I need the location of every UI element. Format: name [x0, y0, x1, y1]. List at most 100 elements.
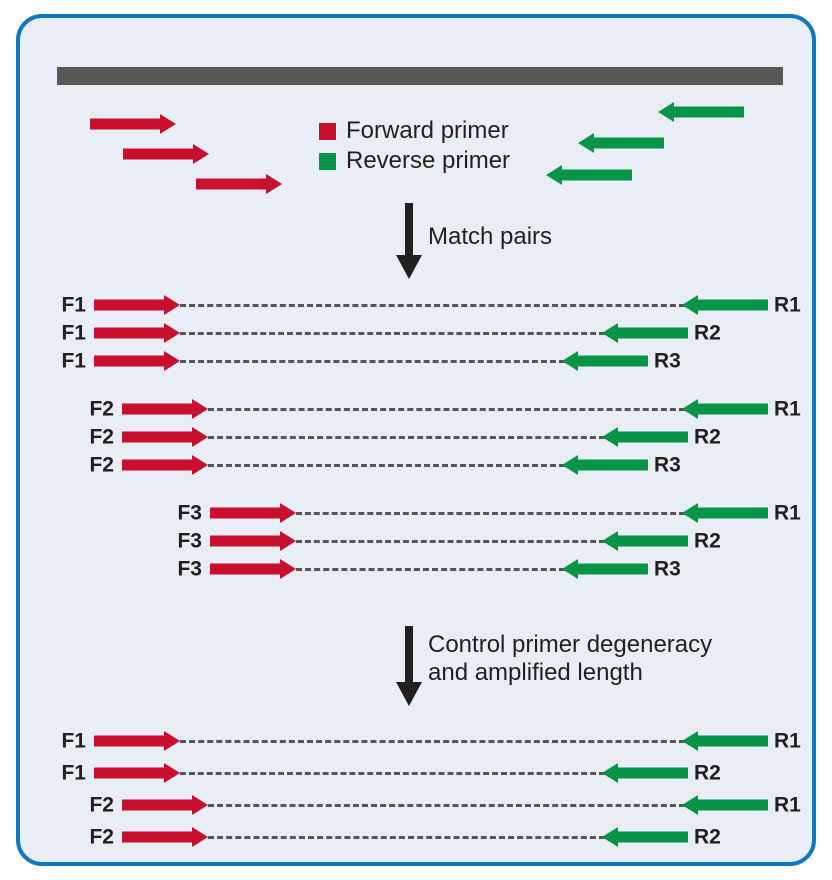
arrow-shaft — [697, 735, 768, 747]
arrow-head — [160, 114, 176, 134]
amplicon-dashline — [180, 740, 685, 743]
pair-label-reverse: R1 — [774, 293, 801, 317]
arrow-shaft — [617, 831, 688, 843]
arrow-head — [266, 174, 282, 194]
pair-reverse-arrow — [602, 531, 688, 551]
arrow-head — [280, 559, 296, 579]
arrow-head — [280, 503, 296, 523]
arrow-shaft — [577, 563, 648, 575]
arrow-head — [192, 455, 208, 475]
arrow-shaft — [122, 799, 193, 811]
arrow-head — [164, 295, 180, 315]
pair-reverse-arrow — [682, 399, 768, 419]
arrow-head — [396, 255, 422, 279]
legend-item-reverse: Reverse primer — [319, 146, 510, 176]
forward-candidate-2 — [123, 144, 209, 164]
step-1-caption: Match pairs — [428, 223, 553, 250]
selected-forward-arrow — [122, 827, 208, 847]
pair-label-reverse: R2 — [694, 321, 721, 345]
selected-label-forward: F1 — [61, 729, 86, 753]
arrow-shaft — [617, 431, 688, 443]
arrow-shaft — [122, 431, 193, 443]
arrow-head — [193, 144, 209, 164]
arrow-head — [682, 503, 698, 523]
reverse-candidate-2 — [578, 133, 664, 153]
target-template-bar — [57, 67, 783, 85]
arrow-head — [192, 795, 208, 815]
arrow-head — [164, 351, 180, 371]
reverse-candidate-1 — [658, 102, 744, 122]
pair-reverse-arrow — [602, 323, 688, 343]
pair-forward-arrow — [210, 559, 296, 579]
pair-forward-arrow — [94, 351, 180, 371]
arrow-shaft — [94, 735, 165, 747]
arrow-head — [602, 531, 618, 551]
amplicon-dashline — [180, 360, 565, 363]
arrow-shaft — [577, 459, 648, 471]
legend-label-forward: Forward primer — [346, 117, 509, 144]
arrow-shaft — [210, 563, 281, 575]
selected-forward-arrow — [94, 731, 180, 751]
pair-label-reverse: R3 — [654, 453, 681, 477]
arrow-shaft — [697, 507, 768, 519]
primer-legend: Forward primer Reverse primer — [319, 116, 510, 176]
arrow-shaft — [122, 831, 193, 843]
step-2-down-arrow-icon — [396, 626, 422, 706]
amplicon-dashline — [208, 464, 565, 467]
arrow-head — [164, 731, 180, 751]
arrow-head — [164, 323, 180, 343]
arrow-shaft — [697, 799, 768, 811]
arrow-head — [682, 795, 698, 815]
pair-label-forward: F3 — [177, 529, 202, 553]
pair-label-reverse: R1 — [774, 397, 801, 421]
pair-label-reverse: R2 — [694, 425, 721, 449]
legend-item-forward: Forward primer — [319, 116, 510, 146]
arrow-shaft — [122, 459, 193, 471]
reverse-candidate-3 — [546, 165, 632, 185]
arrow-shaft — [405, 203, 413, 257]
pair-label-forward: F1 — [61, 349, 86, 373]
amplicon-dashline — [296, 540, 605, 543]
arrow-head — [396, 682, 422, 706]
pair-label-reverse: R3 — [654, 349, 681, 373]
arrow-head — [192, 427, 208, 447]
step-2-caption: Control primer degeneracy and amplified … — [428, 631, 713, 687]
arrow-shaft — [697, 299, 768, 311]
arrow-head — [658, 102, 674, 122]
arrow-shaft — [123, 148, 194, 160]
amplicon-dashline — [208, 408, 685, 411]
legend-label-reverse: Reverse primer — [346, 147, 511, 174]
pair-label-forward: F2 — [89, 453, 114, 477]
arrow-head — [602, 763, 618, 783]
selected-reverse-arrow — [682, 795, 768, 815]
arrow-shaft — [577, 355, 648, 367]
selected-label-forward: F1 — [61, 761, 86, 785]
arrow-shaft — [405, 626, 413, 684]
arrow-head — [562, 351, 578, 371]
arrow-shaft — [94, 299, 165, 311]
pair-reverse-arrow — [562, 351, 648, 371]
pair-label-forward: F3 — [177, 557, 202, 581]
arrow-head — [562, 455, 578, 475]
pair-label-reverse: R1 — [774, 501, 801, 525]
arrow-head — [602, 323, 618, 343]
arrow-head — [682, 731, 698, 751]
pair-forward-arrow — [122, 427, 208, 447]
arrow-head — [192, 827, 208, 847]
amplicon-dashline — [208, 804, 685, 807]
pair-reverse-arrow — [682, 503, 768, 523]
forward-candidate-1 — [90, 114, 176, 134]
selected-label-reverse: R2 — [694, 825, 721, 849]
selected-reverse-arrow — [682, 731, 768, 751]
arrow-shaft — [697, 403, 768, 415]
pair-forward-arrow — [210, 503, 296, 523]
selected-forward-arrow — [94, 763, 180, 783]
pair-forward-arrow — [122, 455, 208, 475]
pair-forward-arrow — [210, 531, 296, 551]
arrow-head — [602, 827, 618, 847]
selected-label-forward: F2 — [89, 825, 114, 849]
arrow-shaft — [196, 178, 267, 190]
selected-forward-arrow — [122, 795, 208, 815]
selected-reverse-arrow — [602, 827, 688, 847]
